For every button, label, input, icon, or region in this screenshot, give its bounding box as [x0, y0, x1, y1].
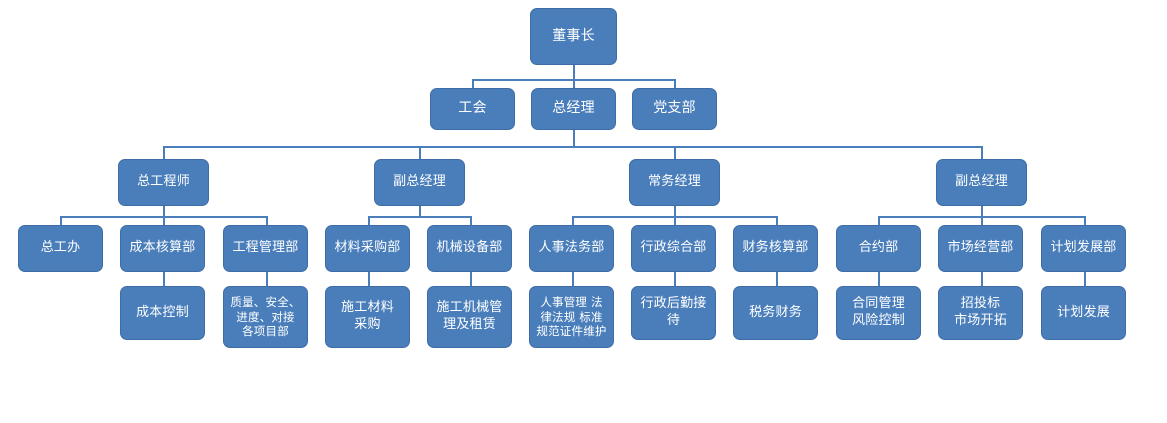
node-chief-eng-office-label: 总工办	[40, 240, 81, 256]
node-material-purchase-label: 材料采购部	[334, 240, 401, 256]
connector-quality-safety-drop	[266, 272, 268, 286]
connector-exec-manager-up	[674, 146, 676, 159]
node-bidding-market[interactable]: 招投标 市场开拓	[938, 286, 1023, 340]
connector-cost-control-drop	[163, 272, 165, 286]
node-exec-manager-label: 常务经理	[648, 174, 701, 190]
connector-cost-accounting-up	[163, 216, 165, 225]
connector-bidding-market-drop	[981, 272, 983, 286]
node-admin-logistics-label: 行政后勤接 待	[640, 296, 707, 328]
connector-deputy-gm-1-bus	[368, 216, 471, 218]
node-quality-safety[interactable]: 质量、安全、 进度、对接 各项目部	[223, 286, 308, 348]
node-bidding-market-label: 招投标 市场开拓	[954, 296, 1007, 328]
connector-exec-manager-down	[674, 206, 676, 216]
node-finance-accounting[interactable]: 财务核算部	[733, 225, 818, 272]
connector-union-up	[472, 79, 474, 88]
node-material-purchase[interactable]: 材料采购部	[325, 225, 410, 272]
node-admin-general-label: 行政综合部	[640, 240, 707, 256]
node-construction-material[interactable]: 施工材料 采购	[325, 286, 410, 348]
connector-level3-bus	[163, 146, 981, 148]
node-cost-control-label: 成本控制	[136, 304, 189, 320]
node-chairman[interactable]: 董事长	[530, 8, 617, 65]
connector-deputy-gm-1-up	[419, 146, 421, 159]
connector-deputy-gm-2-up	[981, 146, 983, 159]
node-plan-dev[interactable]: 计划发展部	[1041, 225, 1126, 272]
node-admin-logistics[interactable]: 行政后勤接 待	[631, 286, 716, 340]
node-union[interactable]: 工会	[430, 88, 515, 130]
node-quality-safety-label: 质量、安全、 进度、对接 各项目部	[230, 294, 301, 339]
node-hr-legal[interactable]: 人事法务部	[529, 225, 614, 272]
connector-chief-engineer-up	[163, 146, 165, 159]
connector-hr-legal-up	[572, 216, 574, 225]
node-hr-legal-detail-label: 人事管理 法 律法规 标准 规范证件维护	[536, 294, 607, 339]
node-contract-risk[interactable]: 合同管理 风险控制	[836, 286, 921, 340]
connector-finance-accounting-up	[776, 216, 778, 225]
node-cost-accounting-label: 成本核算部	[129, 240, 196, 256]
connector-chief-engineer-down	[163, 206, 165, 216]
connector-hr-legal-detail-drop	[572, 272, 574, 286]
node-contract-dept-label: 合约部	[858, 240, 899, 256]
node-chairman-label: 董事长	[552, 27, 595, 44]
node-construction-machinery-label: 施工机械管 理及租赁	[436, 300, 503, 332]
node-cost-accounting[interactable]: 成本核算部	[120, 225, 205, 272]
node-contract-risk-label: 合同管理 风险控制	[852, 296, 905, 328]
node-chief-eng-office[interactable]: 总工办	[18, 225, 103, 272]
node-construction-material-label: 施工材料 采购	[341, 300, 394, 332]
node-contract-dept[interactable]: 合约部	[836, 225, 921, 272]
node-hr-legal-label: 人事法务部	[538, 240, 605, 256]
connector-admin-general-up	[674, 216, 676, 225]
connector-chairman-down	[573, 65, 575, 79]
connector-contract-dept-up	[878, 216, 880, 225]
node-market-ops-label: 市场经营部	[947, 240, 1014, 256]
node-planning-dev-label: 计划发展	[1057, 304, 1110, 320]
connector-party-up	[674, 79, 676, 88]
connector-tax-finance-drop	[776, 272, 778, 286]
node-market-ops[interactable]: 市场经营部	[938, 225, 1023, 272]
node-construction-machinery[interactable]: 施工机械管 理及租赁	[427, 286, 512, 348]
node-deputy-gm-1[interactable]: 副总经理	[374, 159, 465, 206]
connector-chief-eng-office-up	[60, 216, 62, 225]
node-chief-engineer[interactable]: 总工程师	[118, 159, 209, 206]
connector-construction-material-drop	[368, 272, 370, 286]
node-general-manager-label: 总经理	[552, 100, 595, 117]
node-deputy-gm-2-label: 副总经理	[955, 174, 1008, 190]
connector-construction-machinery-drop	[470, 272, 472, 286]
node-union-label: 工会	[458, 100, 487, 117]
node-general-manager[interactable]: 总经理	[531, 88, 616, 130]
node-tax-finance[interactable]: 税务财务	[733, 286, 818, 340]
node-exec-manager[interactable]: 常务经理	[629, 159, 720, 206]
connector-market-ops-up	[981, 216, 983, 225]
node-project-mgmt[interactable]: 工程管理部	[223, 225, 308, 272]
node-machinery-equip-label: 机械设备部	[436, 240, 503, 256]
connector-deputy-gm-1-down	[419, 206, 421, 216]
connector-machinery-equip-up	[470, 216, 472, 225]
connector-material-purchase-up	[368, 216, 370, 225]
connector-project-mgmt-up	[266, 216, 268, 225]
node-party-branch[interactable]: 党支部	[632, 88, 717, 130]
connector-admin-logistics-drop	[674, 272, 676, 286]
connector-gm-down	[573, 130, 575, 146]
node-admin-general[interactable]: 行政综合部	[631, 225, 716, 272]
node-planning-dev[interactable]: 计划发展	[1041, 286, 1126, 340]
connector-plan-dev-up	[1084, 216, 1086, 225]
connector-planning-dev-drop	[1084, 272, 1086, 286]
node-finance-accounting-label: 财务核算部	[742, 240, 809, 256]
node-chief-engineer-label: 总工程师	[137, 174, 190, 190]
connector-contract-risk-drop	[878, 272, 880, 286]
connector-deputy-gm-2-down	[981, 206, 983, 216]
node-project-mgmt-label: 工程管理部	[232, 240, 299, 256]
node-machinery-equip[interactable]: 机械设备部	[427, 225, 512, 272]
node-cost-control[interactable]: 成本控制	[120, 286, 205, 340]
node-plan-dev-label: 计划发展部	[1050, 240, 1117, 256]
node-hr-legal-detail[interactable]: 人事管理 法 律法规 标准 规范证件维护	[529, 286, 614, 348]
node-party-branch-label: 党支部	[653, 100, 696, 117]
node-deputy-gm-1-label: 副总经理	[393, 174, 446, 190]
connector-gm-up	[573, 79, 575, 88]
node-deputy-gm-2[interactable]: 副总经理	[936, 159, 1027, 206]
node-tax-finance-label: 税务财务	[749, 304, 802, 320]
